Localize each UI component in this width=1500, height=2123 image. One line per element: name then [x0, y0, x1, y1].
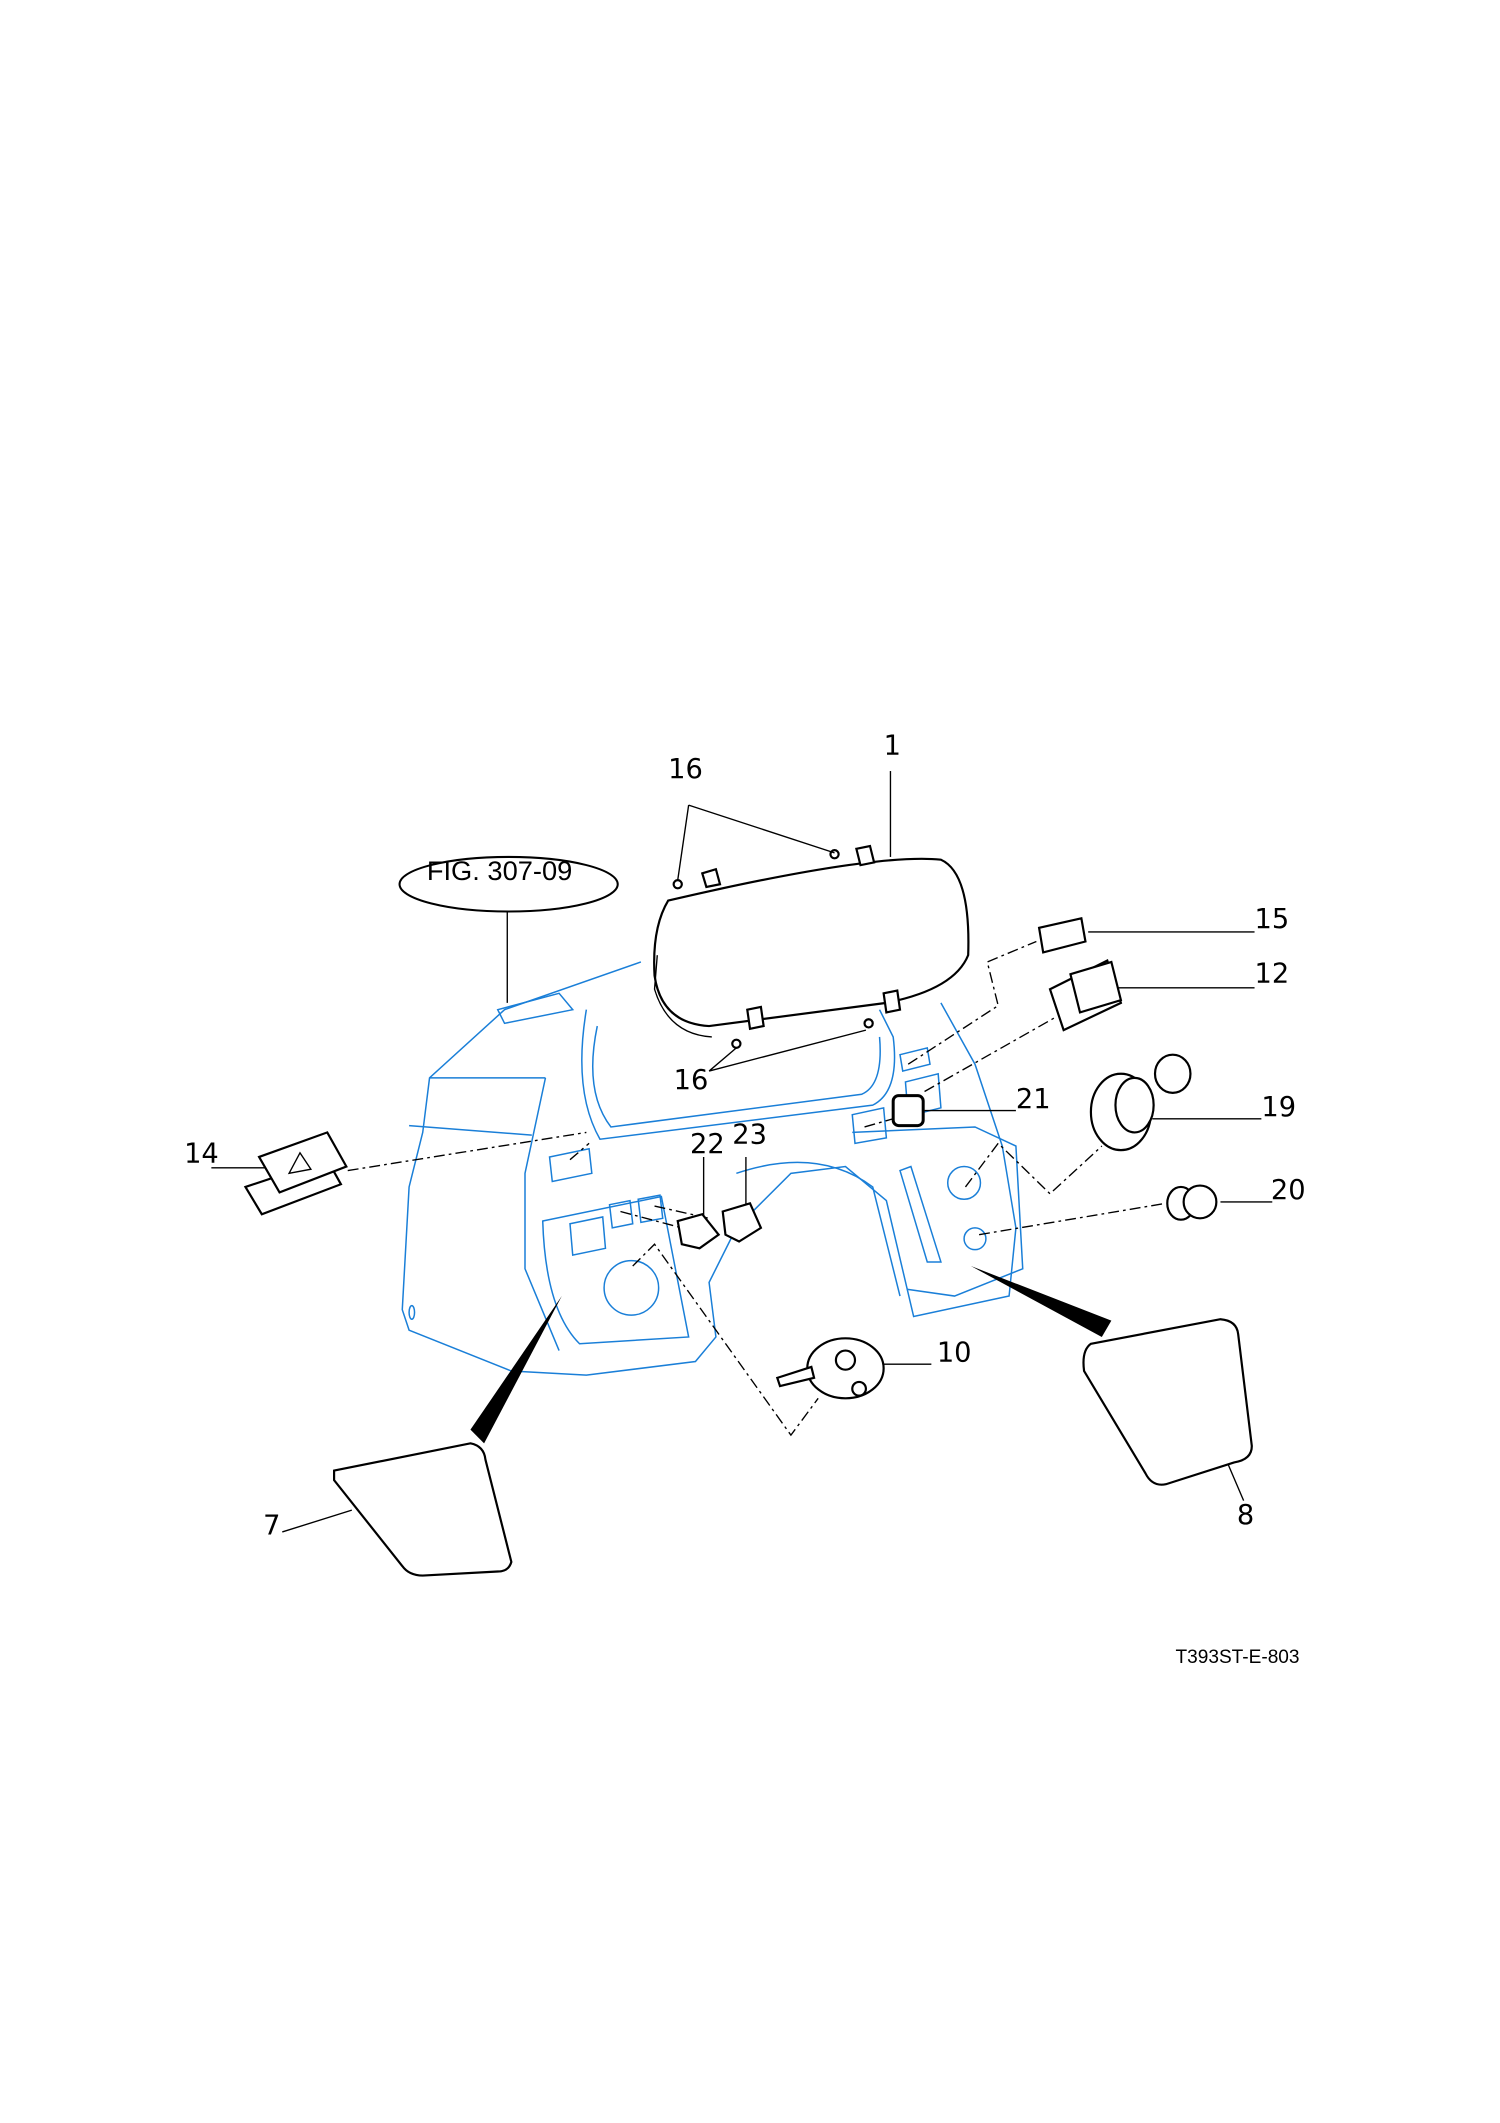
callout-20: 20	[1271, 1175, 1306, 1206]
callout-19: 19	[1261, 1092, 1296, 1123]
callout-22: 22	[690, 1129, 725, 1160]
part-7-cover	[332, 1442, 513, 1577]
callout-12: 12	[1255, 958, 1290, 989]
callout-1: 1	[884, 731, 901, 762]
drawing-code: T393ST-E-803	[1175, 1647, 1299, 1668]
part-12-switch	[1048, 959, 1123, 1032]
callout-8: 8	[1237, 1500, 1254, 1531]
part-23-switch	[721, 1201, 763, 1243]
callout-15: 15	[1255, 904, 1290, 935]
callout-14: 14	[184, 1138, 219, 1169]
callout-10: 10	[937, 1338, 972, 1369]
callout-21: 21	[1016, 1084, 1051, 1115]
part-10-key-switch	[775, 1337, 885, 1400]
callout-16-bottom: 16	[674, 1065, 709, 1096]
callout-7: 7	[263, 1511, 280, 1542]
part-21-lens	[891, 1094, 925, 1128]
part-8-cover	[1082, 1318, 1253, 1486]
part-15-lens	[1037, 917, 1087, 954]
pointer-wedge-left	[470, 1296, 562, 1444]
part-instrument-cluster	[653, 844, 970, 1049]
callout-16-top: 16	[668, 754, 703, 785]
callout-23: 23	[732, 1119, 767, 1150]
part-14-hazard-switch	[243, 1131, 348, 1216]
part-20-plug	[1166, 1184, 1218, 1221]
part-22-switch	[676, 1212, 721, 1250]
pointer-wedge-right	[970, 1266, 1112, 1337]
fig-reference-ellipse	[398, 855, 619, 913]
dashboard-panel	[401, 961, 1024, 1376]
part-19-socket	[1089, 1053, 1192, 1152]
fig-reference[interactable]: FIG. 307-09	[427, 855, 573, 886]
